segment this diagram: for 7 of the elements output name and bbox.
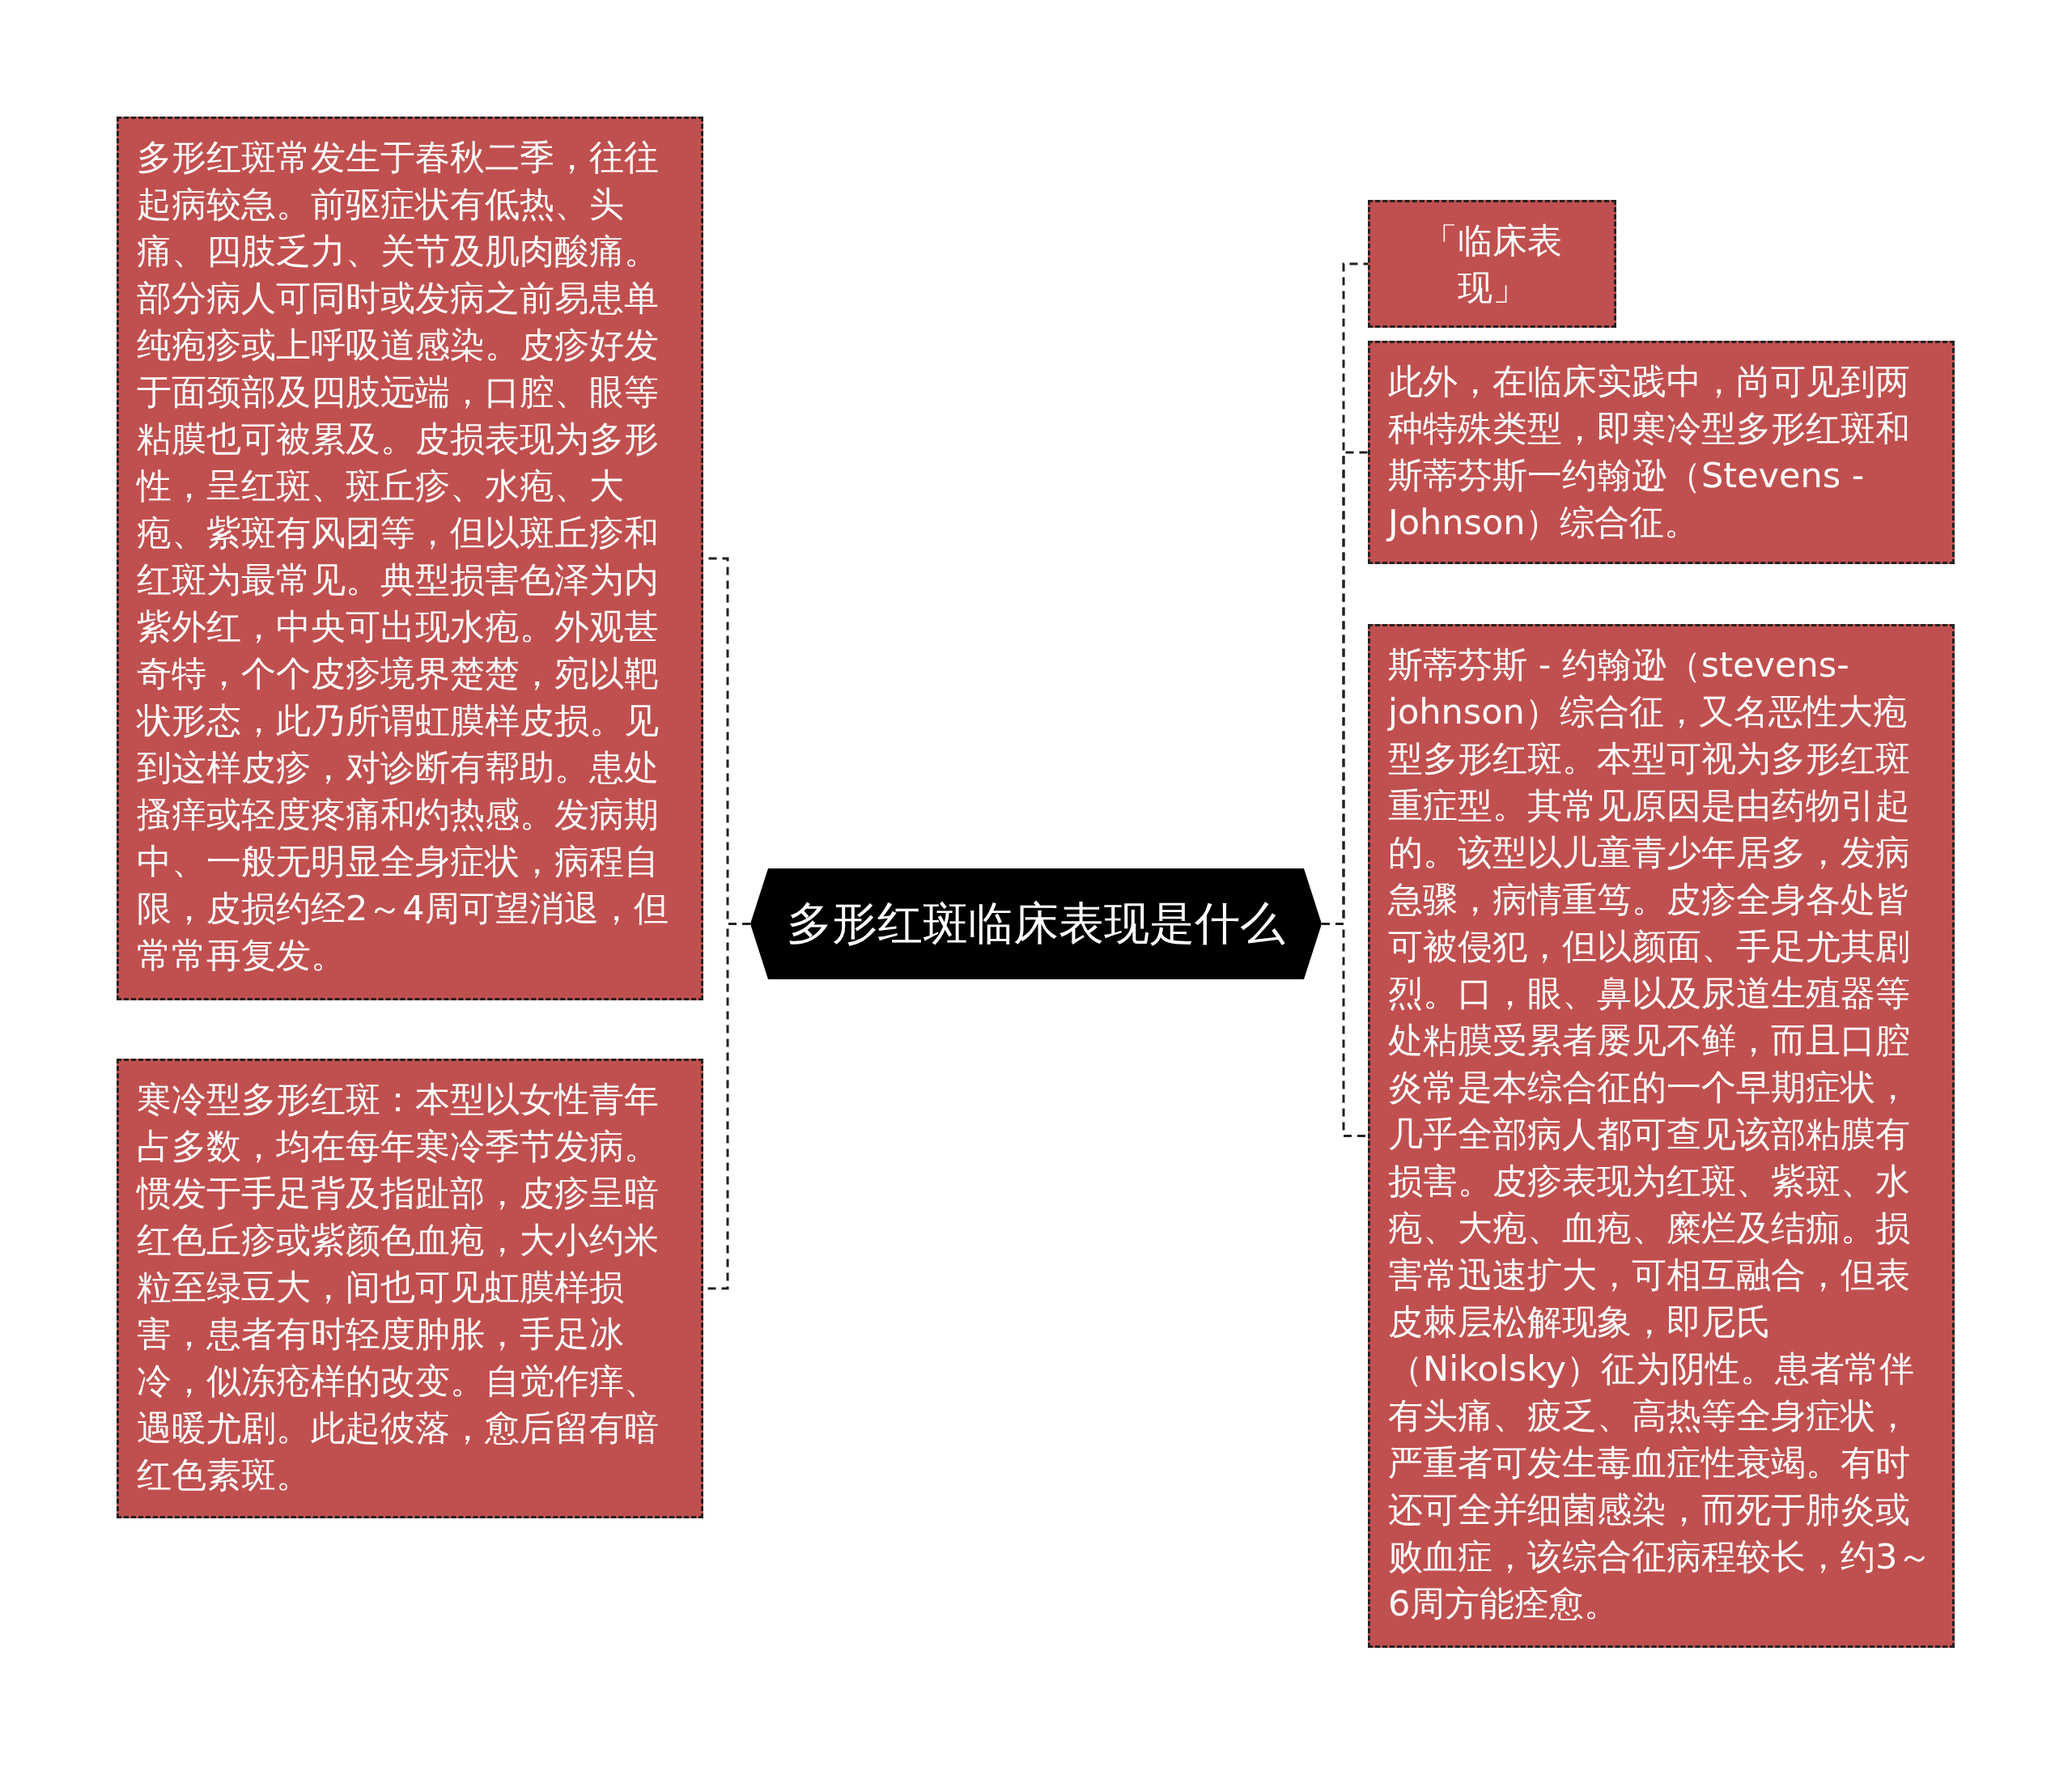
text-box: 寒冷型多形红斑：本型以女性青年占多数，均在每年寒冷季节发病。惯发于手足背及指趾部，皮疹呈暗红色丘疹或紫颜色血疱，大小约米粒至绿豆大，间也可见虹膜样损害，患者有时轻度肿胀，手足冰冷，似冻疮样的改变。自觉作痒、遇暖尤剧。此起彼落，愈后留有暗红色素斑。 [117, 1059, 703, 1518]
text-box: 多形红斑常发生于春秋二季，往往起病较急。前驱症状有低热、头痛、四肢乏力、关节及肌肉酸痛。部分病人可同时或发病之前易患单纯疱疹或上呼吸道感染。皮疹好发于面颈部及四肢远端，口腔、眼等粘膜也可被累及。皮损表现为多形性，呈红斑、斑丘疹、水疱、大疱、紫斑有风团等，但以斑丘疹和红斑为最常见。典型损害色泽为内紫外红，中央可出现水疱。外观甚奇特，个个皮疹境界楚楚，宛以靶状形态，此乃所谓虹膜样皮损。见到这样皮疹，对诊断有帮助。患处搔痒或轻度疼痛和灼热感。发病期中、一般无明显全身症状，病程自限，皮损约经2～4周可望消退，但常常再复发。 [117, 117, 703, 1000]
heading-box: 「临床表现」 [1368, 200, 1616, 328]
topic-hexagon: 多形红斑临床表现是什么 [750, 868, 1322, 979]
text-box: 斯蒂芬斯 - 约翰逊（stevens-johnson）综合征，又名恶性大疱型多形红斑。本型可视为多形红斑重症型。其常见原因是由药物引起的。该型以儿童青少年居多，发病急骤，病情重笃。皮疹全身各处皆可被侵犯，但以颜面、手足尤其剧烈。口，眼、鼻以及尿道生殖器等处粘膜受累者屡见不鲜，而且口腔炎常是本综合征的一个早期症状，几乎全部病人都可查见该部粘膜有损害。皮疹表现为红斑、紫斑、水疱、大疱、血疱、糜烂及结痂。损害常迅速扩大，可相互融合，但表皮棘层松解现象，即尼氏（Nikolsky）征为阴性。患者常伴有头痛、疲乏、高热等全身症状，严重者可发生毒血症性衰竭。有时还可全并细菌感染，而死于肺炎或败血症，该综合征病程较长，约3～6周方能痊愈。 [1368, 624, 1955, 1648]
text-box: 此外，在临床实践中，尚可见到两种特殊类型，即寒冷型多形红斑和斯蒂芬斯一约翰逊（Stevens - Johnson）综合征。 [1368, 341, 1955, 564]
connector [1322, 923, 1368, 1137]
